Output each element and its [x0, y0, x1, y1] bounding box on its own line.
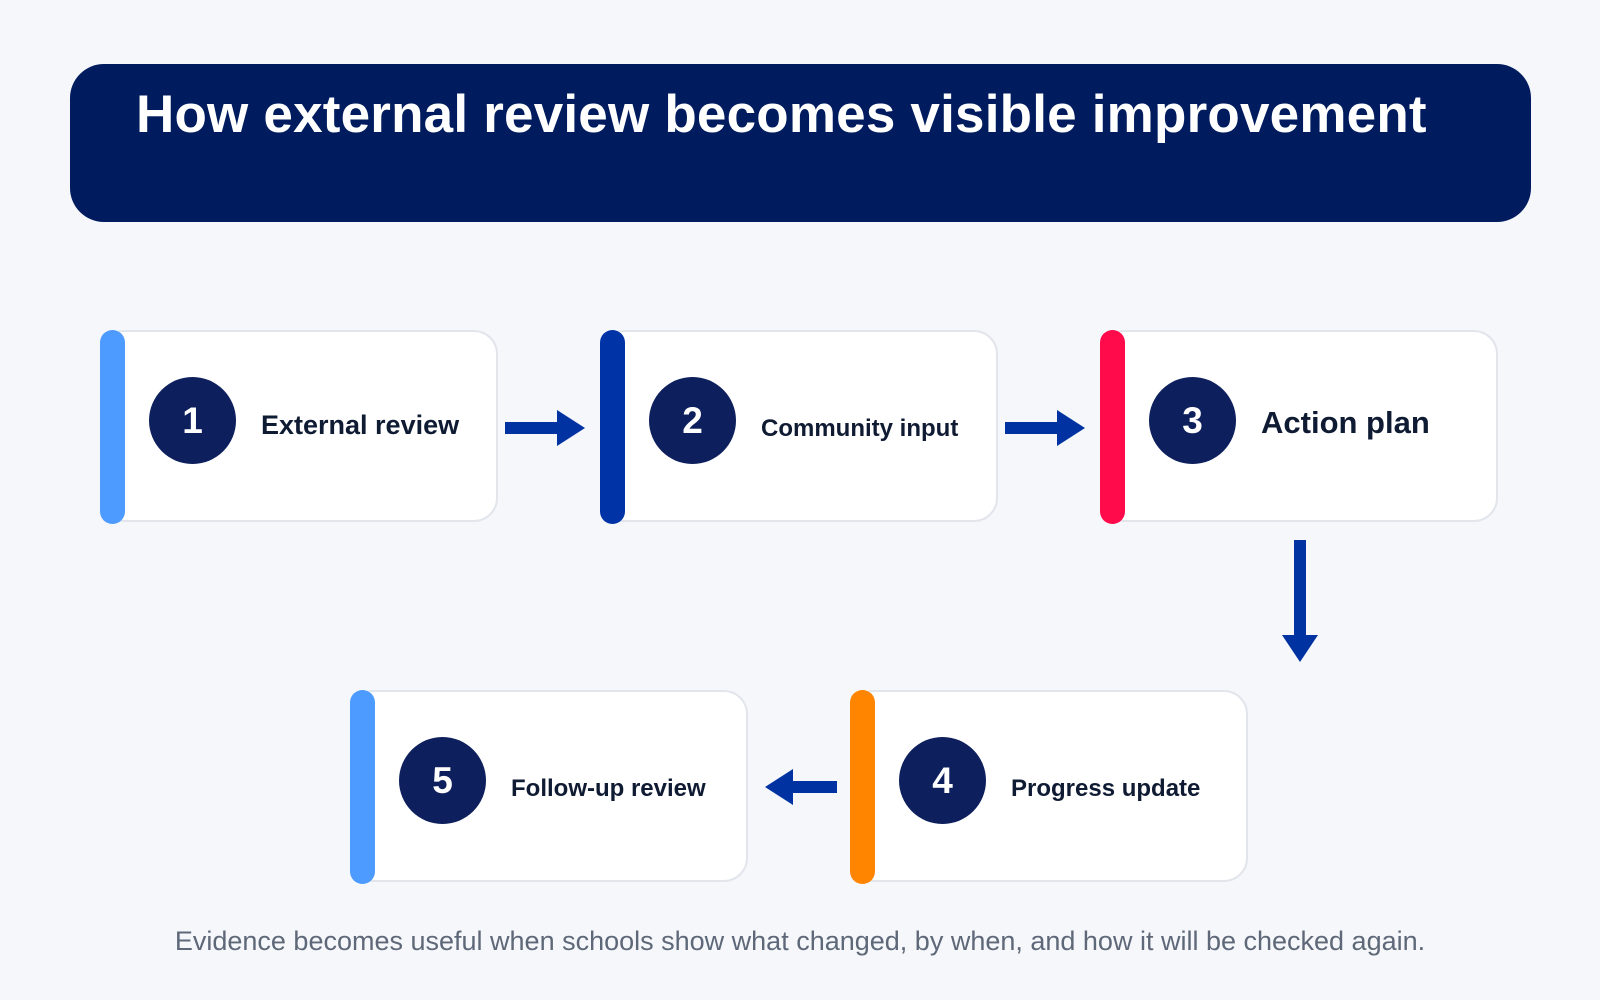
- step-accent-bar: [100, 330, 125, 524]
- step-card-action-plan: 3 Action plan: [1100, 330, 1498, 524]
- step-number-badge: 4: [899, 737, 986, 824]
- step-label: Action plan: [1261, 405, 1430, 440]
- page-title: How external review becomes visible impr…: [136, 85, 1427, 144]
- step-card-external-review: 1 External review: [100, 330, 498, 524]
- step-accent-bar: [850, 690, 875, 884]
- step-accent-bar: [350, 690, 375, 884]
- step-accent-bar: [1100, 330, 1125, 524]
- step-number-badge: 5: [399, 737, 486, 824]
- step-label: External review: [261, 410, 460, 440]
- arrow-down-icon: [1282, 540, 1318, 662]
- step-number-badge: 1: [149, 377, 236, 464]
- step-number-badge: 3: [1149, 377, 1236, 464]
- arrow-right-icon: [1005, 410, 1085, 446]
- step-card-community-input: 2 Community input: [600, 330, 998, 524]
- title-banner: How external review becomes visible impr…: [70, 64, 1531, 222]
- step-label: Follow-up review: [511, 775, 706, 802]
- step-label: Community input: [761, 415, 959, 442]
- arrow-right-icon: [505, 410, 585, 446]
- step-card-follow-up-review: 5 Follow-up review: [350, 690, 748, 884]
- step-label: Progress update: [1011, 775, 1201, 802]
- step-card-progress-update: 4 Progress update: [850, 690, 1248, 884]
- step-number-badge: 2: [649, 377, 736, 464]
- step-accent-bar: [600, 330, 625, 524]
- arrow-left-icon: [765, 769, 837, 805]
- footer-note: Evidence becomes useful when schools sho…: [174, 926, 1426, 956]
